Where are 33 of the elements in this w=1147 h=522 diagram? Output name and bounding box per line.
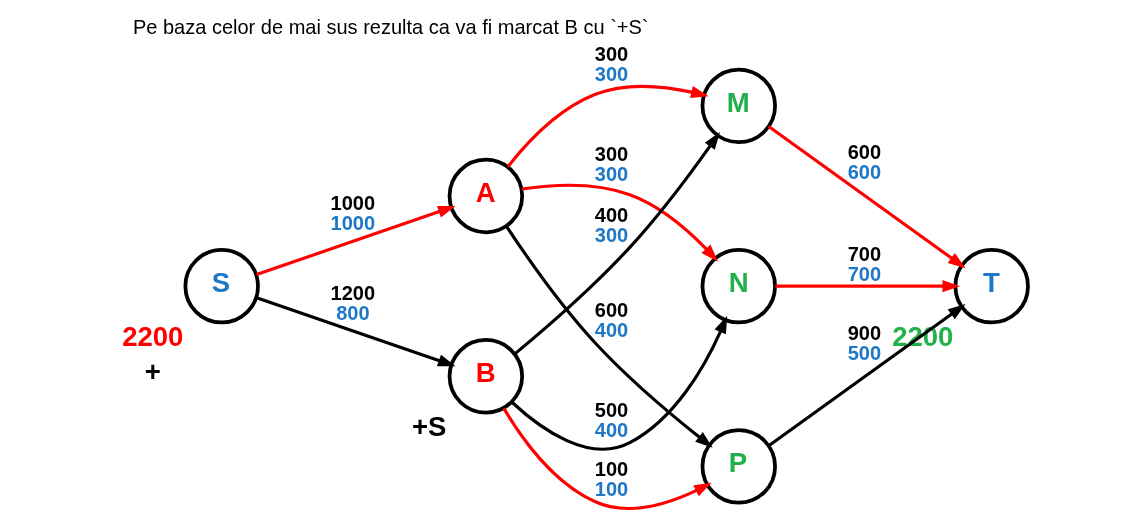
arrow (521, 183, 718, 262)
node-circle: B (447, 338, 525, 415)
arrow (502, 407, 712, 510)
arrow (256, 296, 456, 367)
arrow (767, 304, 966, 448)
node-circle: N (700, 247, 777, 325)
edge-label: 400 300 (594, 204, 629, 247)
edge-label: 600 400 (594, 299, 629, 342)
edge-label: 300 300 (594, 42, 629, 85)
edge-label: 1000 1000 (330, 191, 376, 234)
edge-label: 600 600 (847, 141, 882, 184)
node-circle: S (183, 247, 260, 325)
arrow (775, 280, 960, 293)
diagram-title: Pe baza celor de mai sus rezulta ca va fi marcat B cu `+S` (132, 16, 649, 39)
arrow (505, 225, 713, 448)
edge-label: 1200 800 (330, 281, 376, 324)
node-label: + (144, 355, 161, 387)
node-circle: M (700, 67, 777, 145)
edge-label: 500 400 (594, 399, 629, 442)
node-circle: T (953, 247, 1030, 325)
arrow (510, 315, 728, 451)
edge-label: 900 500 (847, 321, 882, 364)
edge-label: 700 700 (847, 242, 882, 285)
node-circle: A (447, 157, 525, 235)
node-label: +S (411, 410, 447, 442)
node-circle: P (700, 428, 777, 505)
node-label: 2200 (122, 320, 184, 352)
arrow (256, 205, 456, 276)
edge-label: 100 100 (594, 458, 629, 501)
arrow (513, 131, 720, 356)
arrow (767, 125, 966, 269)
arrow (506, 84, 709, 168)
edge-label: 300 300 (594, 142, 629, 185)
